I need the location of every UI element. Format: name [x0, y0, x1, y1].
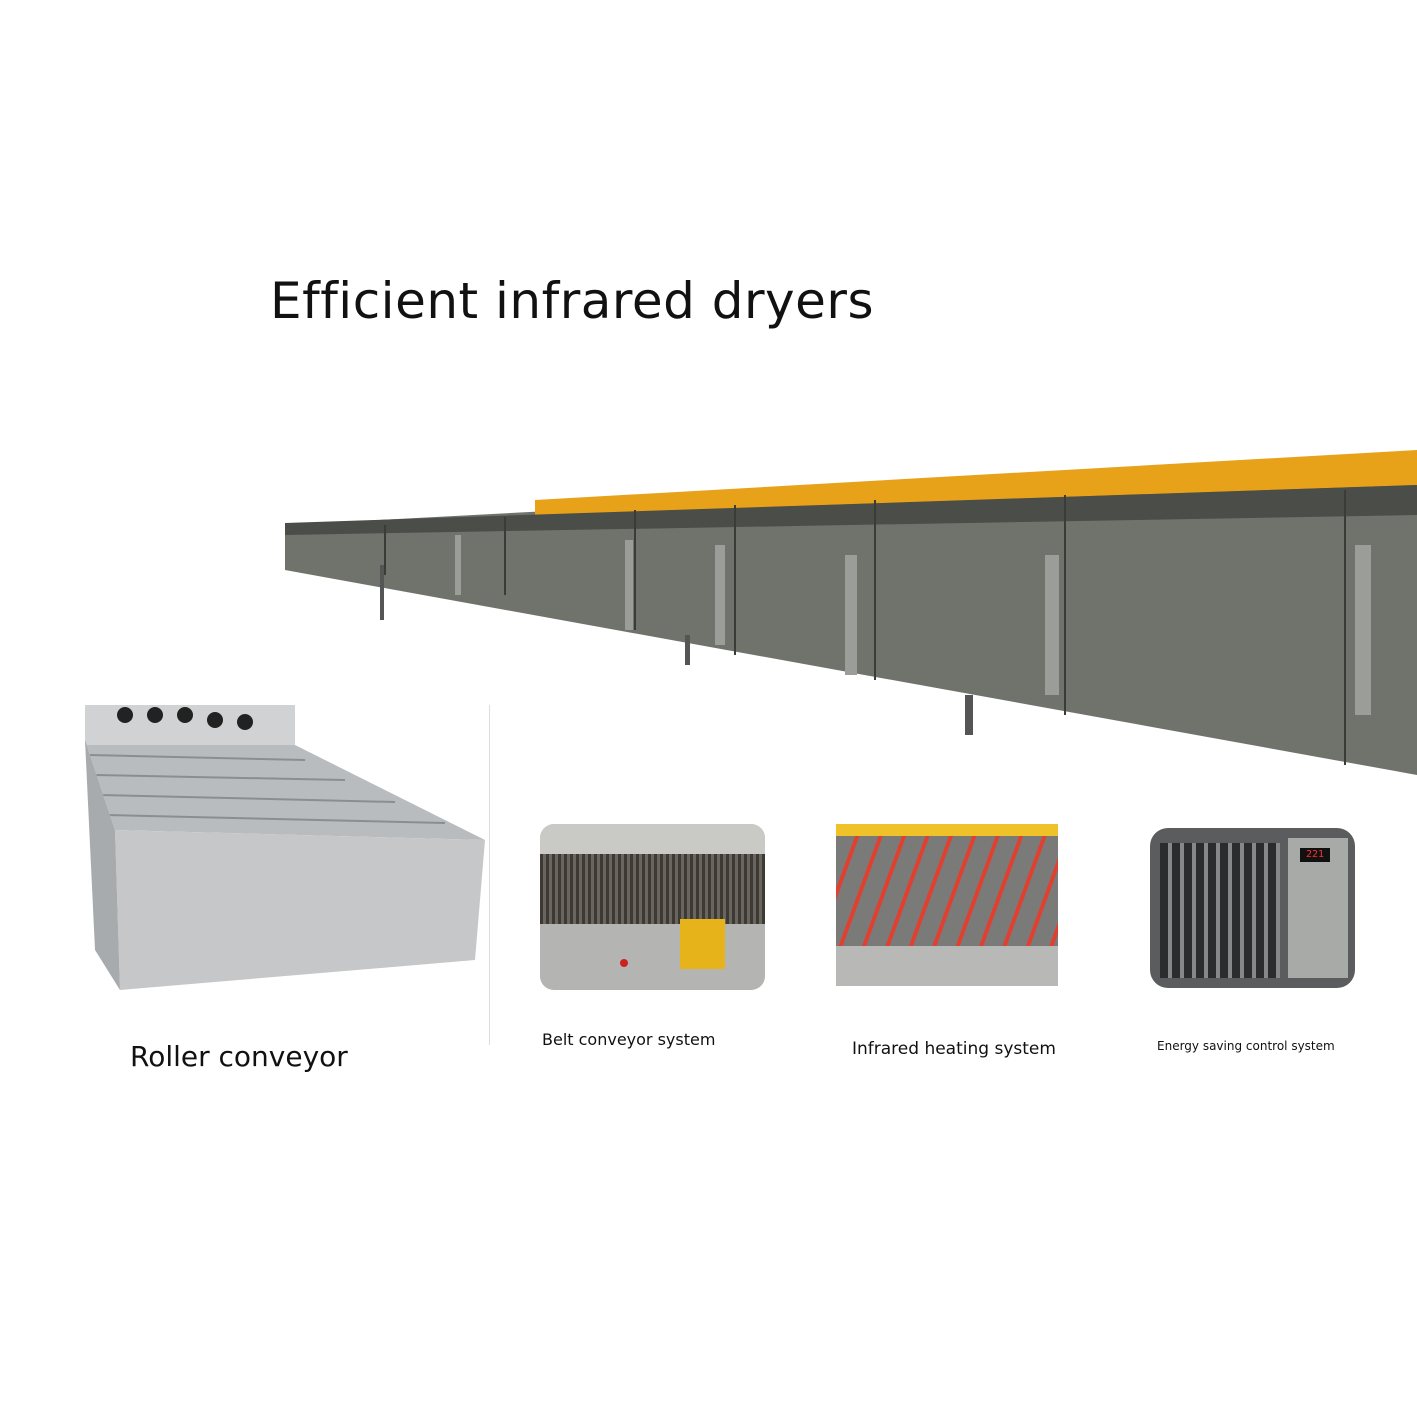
yellow-hood: [535, 450, 1417, 515]
temperature-display: 221: [1300, 848, 1330, 862]
caption-infrared-heating: Infrared heating system: [852, 1039, 1056, 1059]
divider: [489, 705, 490, 1045]
caption-roller-conveyor: Roller conveyor: [130, 1040, 348, 1073]
infrared-heating-photo: [836, 824, 1058, 986]
control-panel-photo: 221: [1150, 828, 1355, 988]
roller-conveyor-photo: [85, 705, 485, 990]
caption-control-system: Energy saving control system: [1157, 1039, 1335, 1053]
dryer-line-photo: [285, 450, 1417, 775]
belt-conveyor-photo: [540, 824, 765, 990]
caption-belt-conveyor: Belt conveyor system: [542, 1030, 716, 1049]
page-title: Efficient infrared dryers: [270, 272, 875, 330]
